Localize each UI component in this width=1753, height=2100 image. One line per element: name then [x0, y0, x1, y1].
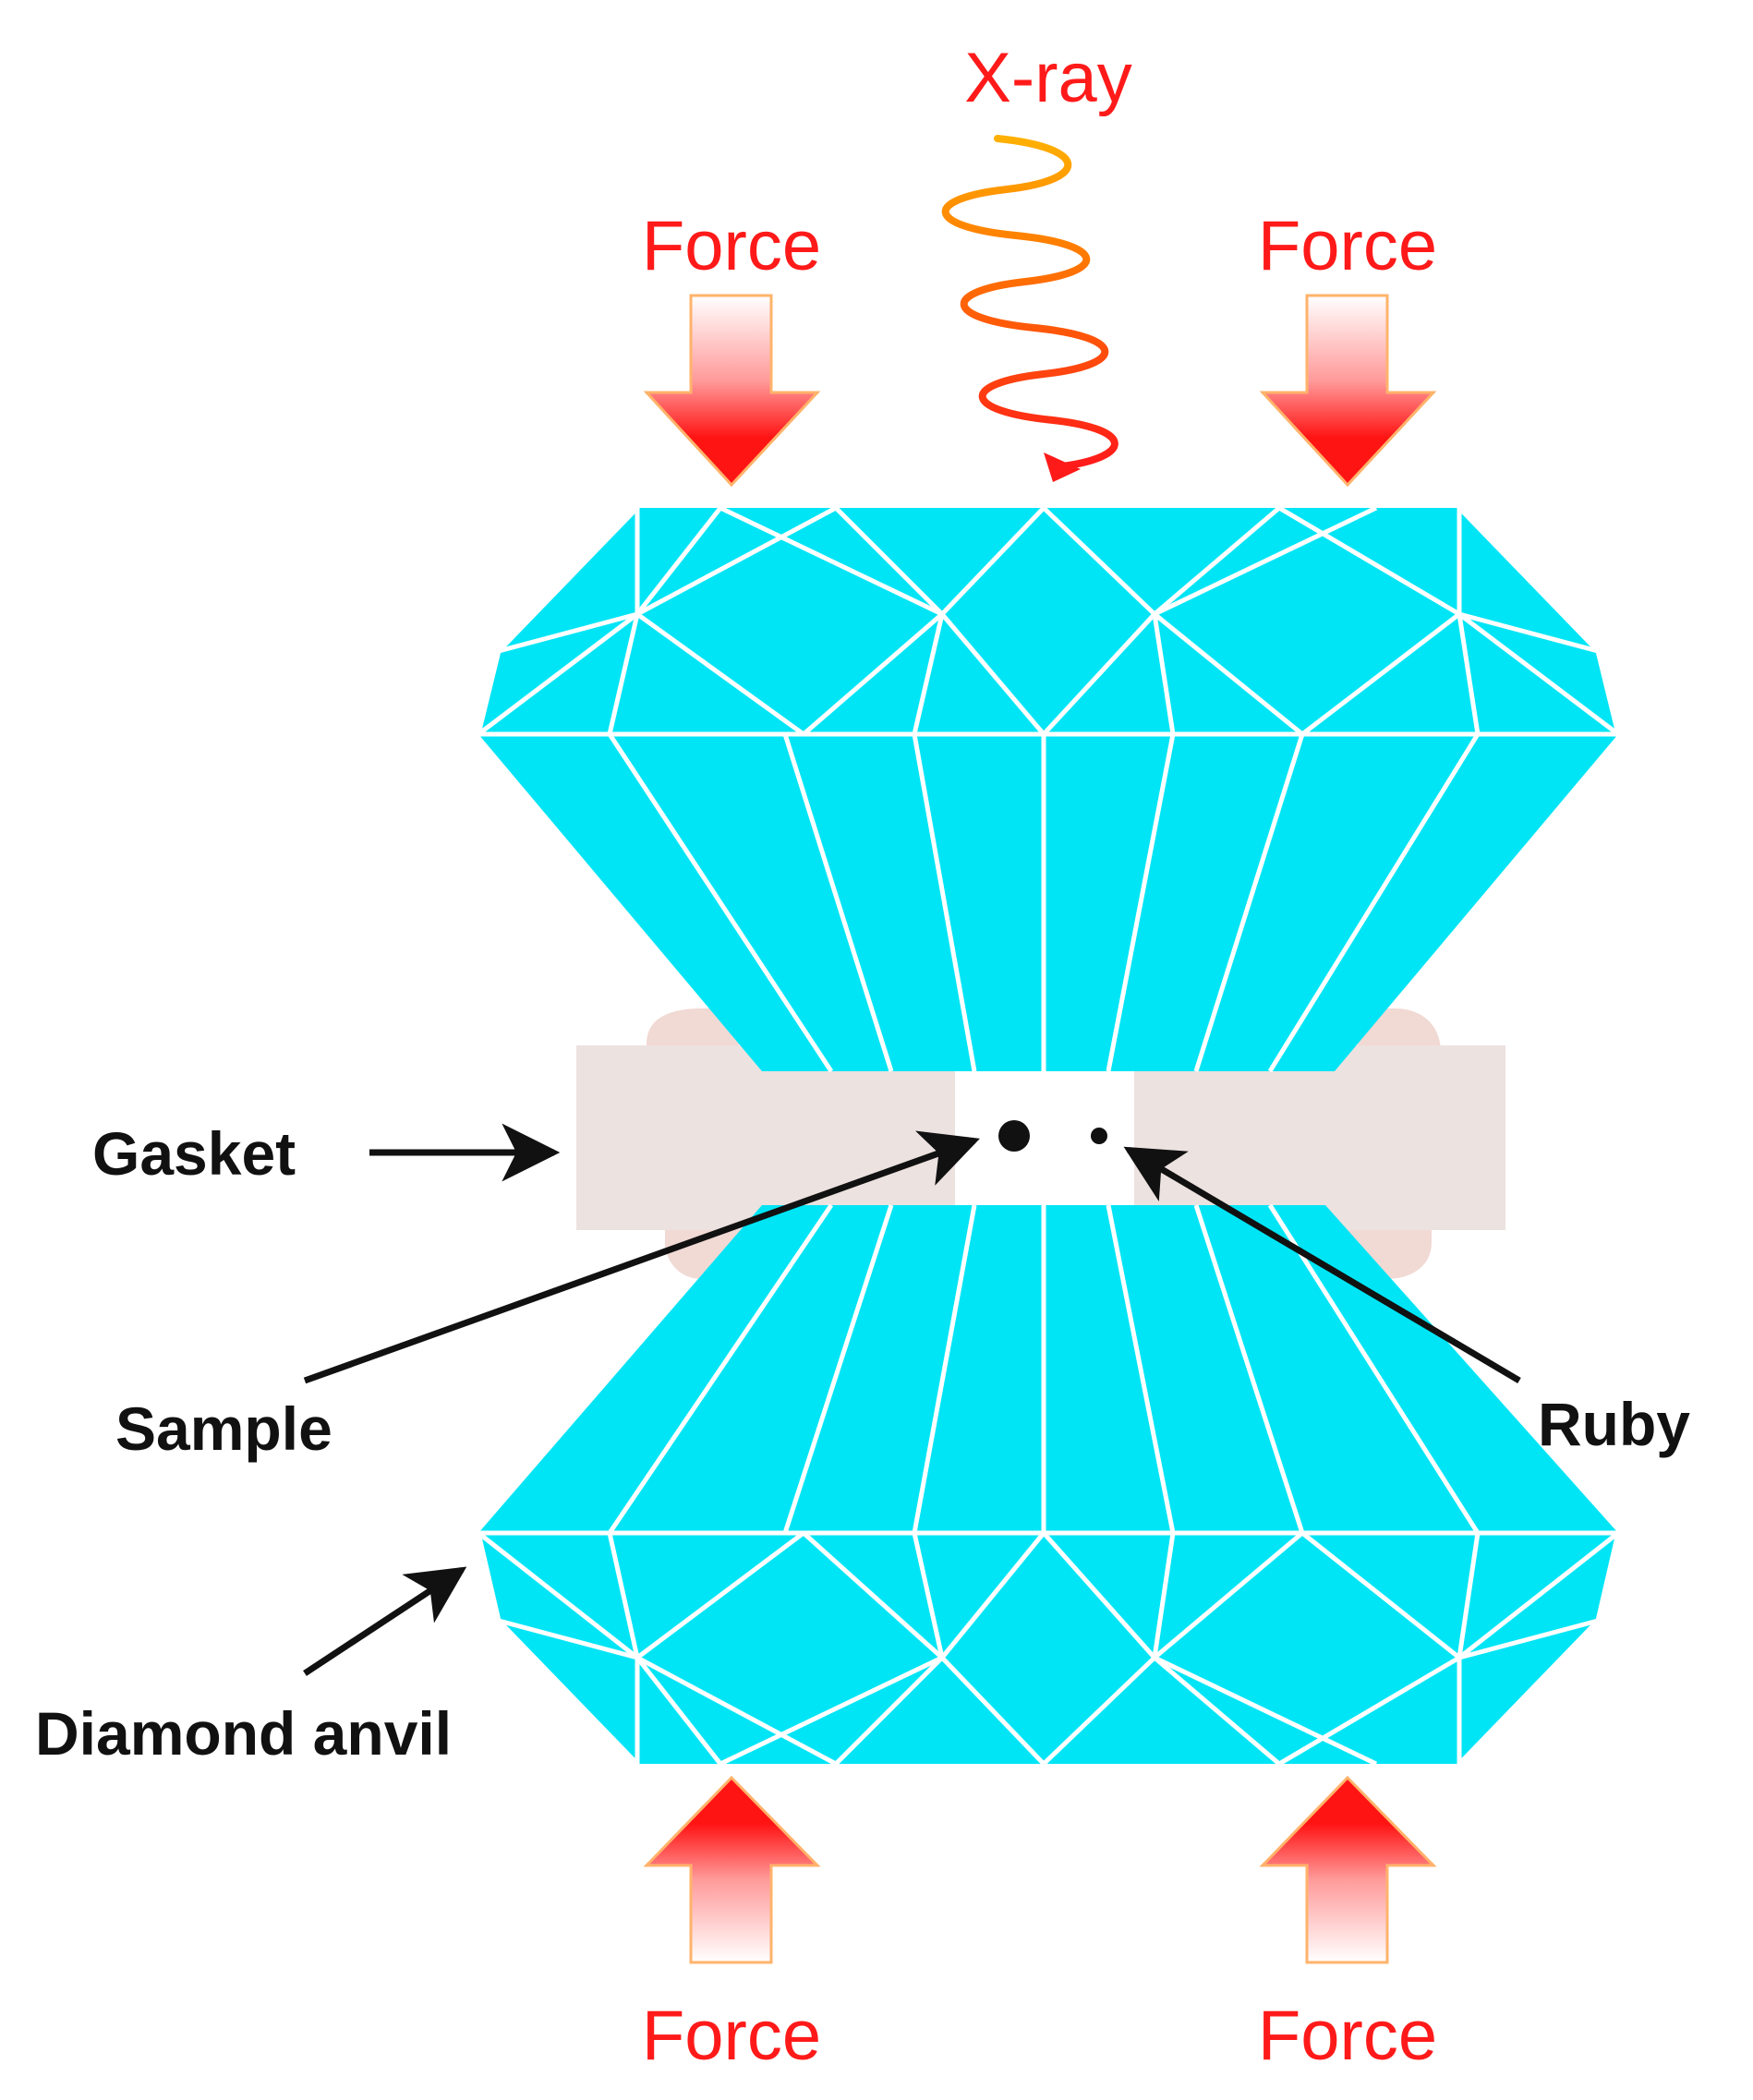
diamond-anvil-pointer — [303, 1566, 467, 1676]
xray-label: X-ray — [964, 39, 1132, 117]
force-arrow-bottom-left — [643, 1775, 821, 1964]
gasket-left-block — [576, 1045, 955, 1230]
ruby-dot — [1091, 1128, 1107, 1144]
top-diamond-body — [478, 508, 1618, 1071]
force-arrow-top-left — [643, 294, 821, 488]
gasket-right-block — [1134, 1045, 1505, 1230]
gasket-bump-left-top — [647, 1008, 739, 1053]
force-arrow-top-right — [1259, 294, 1437, 488]
bottom-diamond-anvil — [476, 1203, 1621, 1767]
bottom-diamond-body — [478, 1205, 1618, 1764]
gasket-label: Gasket — [92, 1119, 296, 1188]
ruby-label: Ruby — [1538, 1390, 1690, 1458]
gasket-bump-right-top — [1358, 1008, 1441, 1053]
force-label-bottom-right: Force — [1258, 1997, 1437, 2075]
sample-label: Sample — [115, 1394, 332, 1463]
xray-wave-icon — [941, 135, 1118, 482]
sample-dot — [998, 1120, 1030, 1152]
gasket — [576, 1008, 1505, 1279]
force-label-top-left: Force — [642, 207, 821, 285]
ruby-pointer — [1123, 1146, 1521, 1384]
force-label-bottom-left: Force — [642, 1997, 821, 2075]
force-arrow-bottom-right — [1259, 1775, 1437, 1964]
force-label-top-right: Force — [1258, 207, 1437, 285]
sample-pointer — [303, 1130, 980, 1384]
diamond-anvil-label: Diamond anvil — [35, 1699, 452, 1768]
top-diamond-anvil — [476, 505, 1621, 1073]
